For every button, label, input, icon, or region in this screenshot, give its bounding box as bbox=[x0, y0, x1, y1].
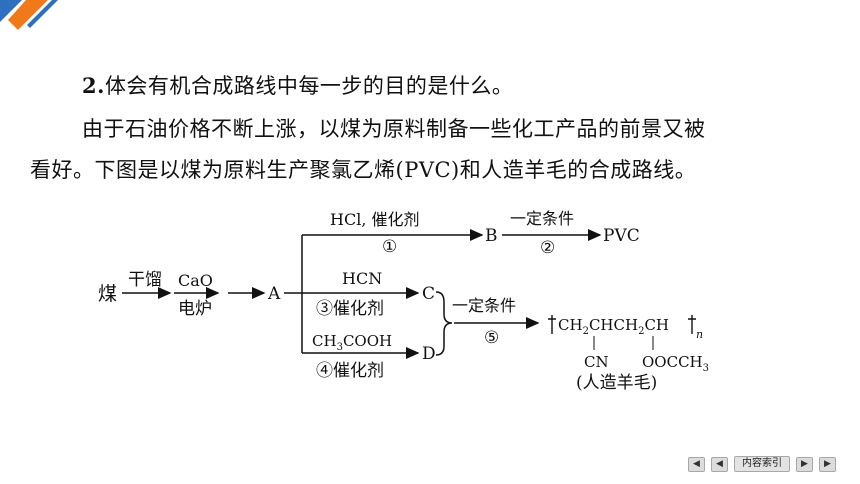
r5-number: ⑤ bbox=[484, 328, 499, 348]
brace bbox=[435, 291, 453, 356]
r1-number: ① bbox=[382, 237, 397, 257]
compound-b: B bbox=[485, 226, 498, 246]
compound-a: A bbox=[267, 284, 281, 304]
polymer-bracket-right bbox=[688, 315, 696, 334]
polymer-backbone: CH2CHCH2CH bbox=[558, 316, 669, 337]
cn-group: CN bbox=[584, 353, 609, 371]
polymer-bracket-left bbox=[548, 315, 556, 334]
corner-decoration bbox=[0, 0, 58, 30]
r3-reagent: HCN bbox=[342, 269, 382, 288]
r2-conditions: 一定条件 bbox=[510, 209, 574, 228]
next-slide-button[interactable]: ▶ bbox=[796, 456, 813, 472]
cao-label: CaO bbox=[178, 271, 213, 290]
content-index-button[interactable]: 内容索引 bbox=[734, 456, 790, 472]
compound-c: C bbox=[422, 284, 435, 304]
r3-catalyst: ③催化剂 bbox=[316, 299, 384, 319]
polymer-n: n bbox=[696, 328, 703, 341]
question-text: 体会有机合成路线中每一步的目的是什么。 bbox=[104, 74, 514, 98]
r2-number: ② bbox=[540, 238, 555, 258]
r5-conditions: 一定条件 bbox=[452, 296, 516, 315]
question-number: 2. bbox=[82, 73, 105, 98]
question-heading: 2.体会有机合成路线中每一步的目的是什么。 bbox=[82, 71, 513, 101]
synthesis-route-diagram: 煤 干馏 CaO 电炉 A HCl, 催化剂 ① B 一定条件 ② PVC HC… bbox=[98, 209, 709, 393]
r1-conditions: HCl, 催化剂 bbox=[330, 210, 420, 229]
compound-d: D bbox=[422, 344, 436, 364]
first-slide-button[interactable]: ◀ bbox=[688, 456, 705, 472]
intro-line-2: 看好。下图是以煤为原料生产聚氯乙烯(PVC)和人造羊毛的合成路线。 bbox=[30, 158, 697, 182]
ester-group: OOCCH3 bbox=[642, 353, 709, 374]
r4-catalyst: ④催化剂 bbox=[316, 361, 384, 381]
artificial-wool-caption: (人造羊毛) bbox=[576, 373, 657, 393]
last-slide-button[interactable]: ▶ bbox=[819, 456, 836, 472]
slide-navigation: ◀ ◀ 内容索引 ▶ ▶ bbox=[688, 456, 836, 472]
dry-distill-label: 干馏 bbox=[128, 270, 162, 290]
intro-line-1: 由于石油价格不断上涨，以煤为原料制备一些化工产品的前景又被 bbox=[82, 117, 706, 141]
pvc-label: PVC bbox=[603, 226, 640, 246]
prev-slide-button[interactable]: ◀ bbox=[711, 456, 728, 472]
coal-label: 煤 bbox=[98, 283, 117, 305]
r4-reagent: CH3COOH bbox=[312, 332, 392, 353]
furnace-label: 电炉 bbox=[178, 299, 212, 319]
